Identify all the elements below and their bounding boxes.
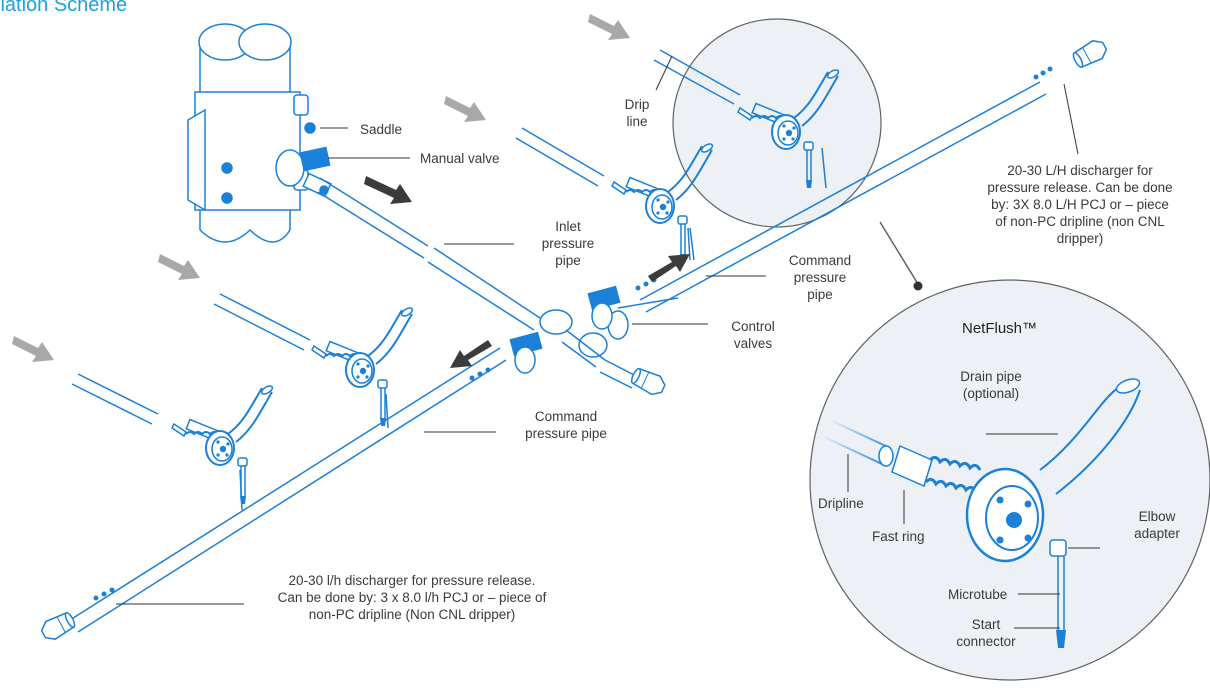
end-cap-right bbox=[1069, 36, 1110, 71]
label-fast-ring: Fast ring bbox=[872, 529, 925, 544]
label-inlet-pressure-pipe: Inlet pressure pipe bbox=[541, 219, 595, 268]
saddle-column bbox=[187, 23, 316, 243]
end-cap-left bbox=[38, 609, 79, 644]
label-start-connector: Start connector bbox=[956, 617, 1016, 649]
zoom-connector-dot bbox=[913, 281, 923, 291]
label-control-valves: Control valves bbox=[731, 319, 775, 351]
zoom-connector-line bbox=[879, 221, 919, 285]
end-cap-bottom bbox=[628, 364, 669, 399]
label-discharger-right: 20-30 L/H discharger for pressure releas… bbox=[987, 163, 1173, 246]
manual-valve bbox=[275, 146, 332, 198]
flow-arrows-dark bbox=[364, 176, 690, 368]
discharger-dots bbox=[93, 66, 1053, 601]
flush-valve-lower-mid bbox=[311, 305, 415, 427]
label-saddle: Saddle bbox=[360, 122, 403, 137]
label-microtube: Microtube bbox=[948, 587, 1008, 602]
label-drip-line: Drip line bbox=[624, 97, 650, 129]
netflush-drawing bbox=[821, 378, 1141, 648]
flow-arrows-light bbox=[12, 14, 630, 362]
label-dripline: Dripline bbox=[818, 496, 864, 511]
netflush-leader-lines bbox=[847, 433, 1100, 629]
leader-lines bbox=[116, 55, 1079, 605]
label-command-pressure-pipe-right: Command pressure pipe bbox=[788, 253, 852, 302]
flush-valve-left bbox=[171, 383, 275, 505]
label-elbow-adapter: Elbow adapter bbox=[1134, 509, 1180, 541]
label-manual-valve: Manual valve bbox=[420, 151, 500, 166]
label-command-pressure-pipe-left: Command pressure pipe bbox=[525, 409, 607, 441]
netflush-title: NetFlush™ bbox=[962, 320, 1038, 337]
label-discharger-left: 20-30 l/h discharger for pressure releas… bbox=[277, 573, 547, 622]
page-title: llation Scheme bbox=[0, 0, 128, 16]
label-drain-pipe: Drain pipe (optional) bbox=[960, 369, 1022, 401]
control-valves bbox=[509, 285, 621, 374]
pipe-network bbox=[69, 49, 1047, 633]
